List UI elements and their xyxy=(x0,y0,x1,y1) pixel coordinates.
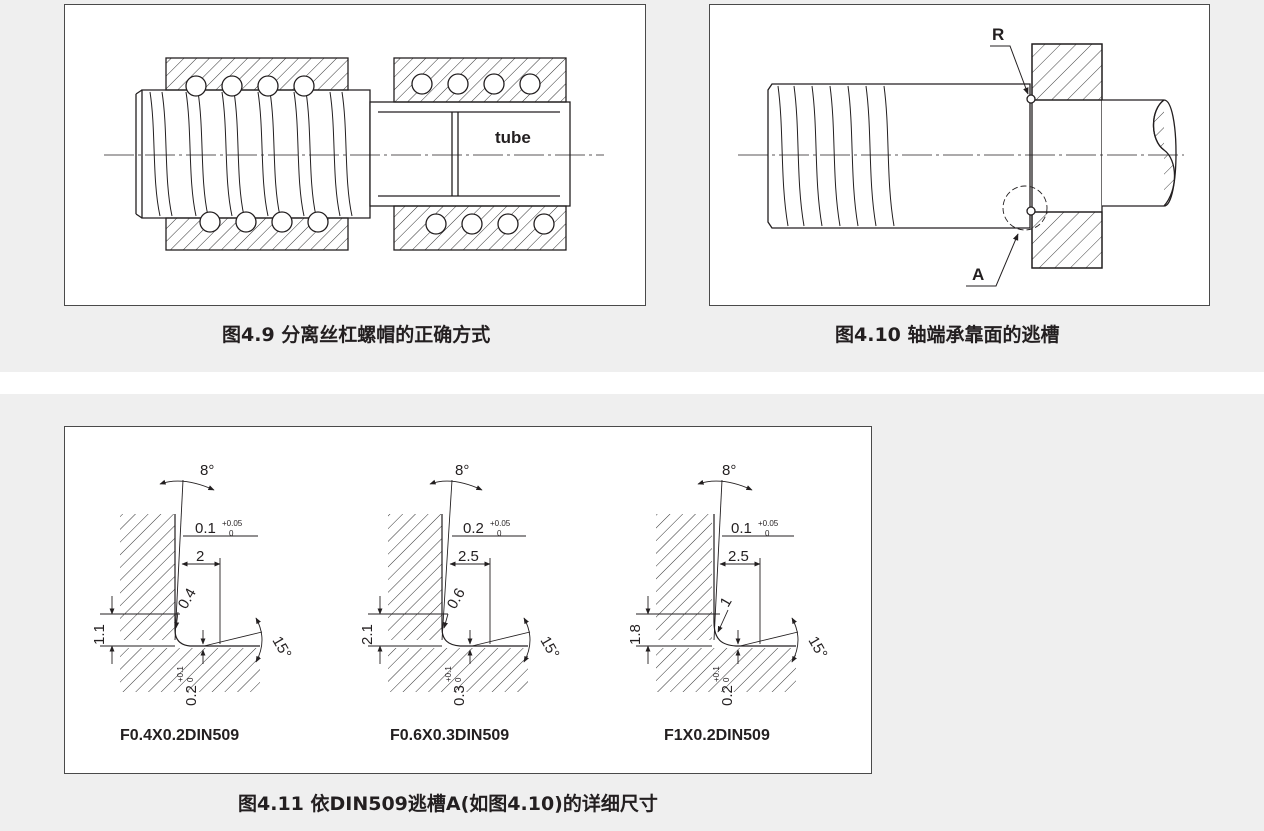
d3-depth-lower: 0 xyxy=(722,677,731,682)
fig49-drawing xyxy=(104,57,604,251)
d3-name: F1X0.2DIN509 xyxy=(664,727,770,744)
d2-name: F0.6X0.3DIN509 xyxy=(390,727,509,744)
d2-depth-lower: 0 xyxy=(454,677,463,682)
d3-radius: 1 xyxy=(717,594,736,610)
d3-tol-lower: 0 xyxy=(765,529,770,538)
d3-height: 1.8 xyxy=(627,624,644,645)
right-nut xyxy=(393,57,567,251)
d3-depth-main: 0.2 xyxy=(719,685,736,706)
d1-angle-top: 8° xyxy=(200,462,214,479)
d2-radius: 0.6 xyxy=(444,585,469,612)
detail-3: 8° 0.1 +0.05 0 2.5 1 1.8 15° 0.2 +0.1 0 … xyxy=(627,462,831,744)
label-r: R xyxy=(992,25,1004,44)
d2-angle-top: 8° xyxy=(455,462,469,479)
d2-depth-upper: +0.1 xyxy=(444,666,453,682)
fig410-drawing xyxy=(738,43,1184,287)
d3-tol-main: 0.1 xyxy=(731,520,752,537)
d1-depth-main: 0.2 xyxy=(183,685,200,706)
d3-width: 2.5 xyxy=(728,548,749,565)
d2-tol-main: 0.2 xyxy=(463,520,484,537)
tube xyxy=(369,101,571,207)
d3-depth-upper: +0.1 xyxy=(712,666,721,682)
tube-label: tube xyxy=(495,128,531,147)
d3-tol-upper: +0.05 xyxy=(758,519,779,528)
fig411-caption: 图4.11 依DIN509逃槽A(如图4.10)的详细尺寸 xyxy=(238,793,658,815)
d2-angle-side: 15° xyxy=(537,634,563,662)
d1-angle-side: 15° xyxy=(269,634,295,662)
detail-2: 8° 0.2 +0.05 0 2.5 0.6 2.1 15° 0.3 +0.1 … xyxy=(359,462,563,744)
d1-depth-upper: +0.1 xyxy=(176,666,185,682)
label-a: A xyxy=(972,265,984,284)
d2-tol-lower: 0 xyxy=(497,529,502,538)
fig410-caption: 图4.10 轴端承靠面的逃槽 xyxy=(835,324,1060,346)
fig49-caption: 图4.9 分离丝杠螺帽的正确方式 xyxy=(222,324,491,346)
d1-tol-lower: 0 xyxy=(229,529,234,538)
screw-shaft xyxy=(135,89,371,219)
left-nut xyxy=(165,57,349,251)
detail-1: 8° 0.1 +0.05 0 2 0.4 1.1 15° 0.2 +0.1 0 … xyxy=(91,462,295,744)
d2-width: 2.5 xyxy=(458,548,479,565)
d1-height: 1.1 xyxy=(91,624,108,645)
d1-name: F0.4X0.2DIN509 xyxy=(120,727,239,744)
d3-angle-top: 8° xyxy=(722,462,736,479)
d1-tol-upper: +0.05 xyxy=(222,519,243,528)
d1-tol-main: 0.1 xyxy=(195,520,216,537)
d1-width: 2 xyxy=(196,548,204,565)
d2-depth-main: 0.3 xyxy=(451,685,468,706)
d1-radius: 0.4 xyxy=(175,585,200,612)
d2-height: 2.1 xyxy=(359,624,376,645)
d1-depth-lower: 0 xyxy=(186,677,195,682)
d3-angle-side: 15° xyxy=(805,634,831,662)
d2-tol-upper: +0.05 xyxy=(490,519,511,528)
bearing-housing xyxy=(1031,43,1103,269)
